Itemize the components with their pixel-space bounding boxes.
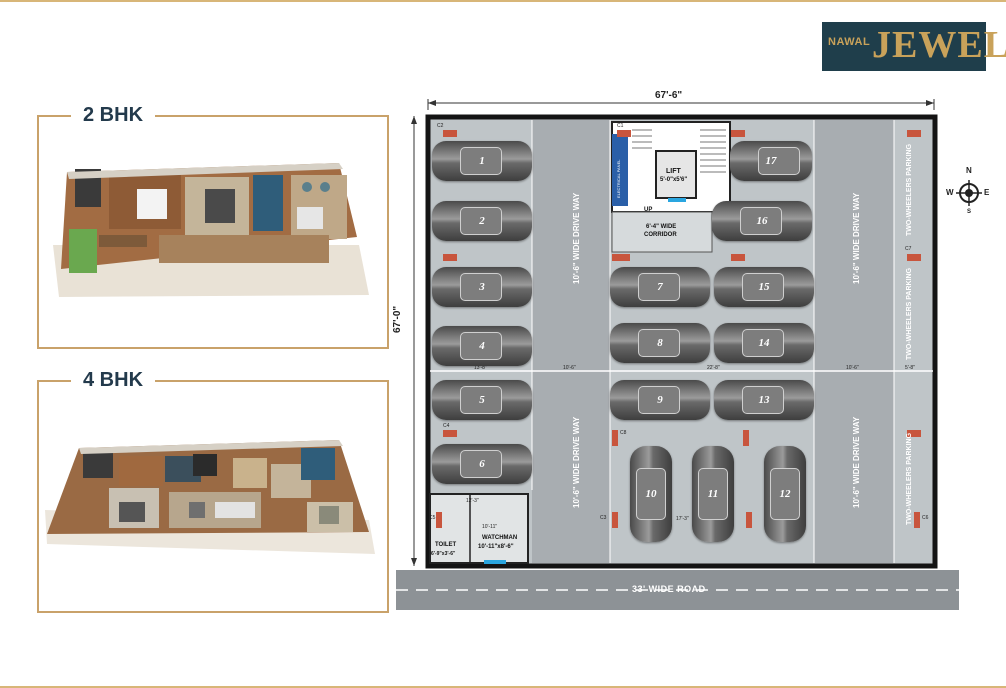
parking-slot-2: 2 (432, 201, 532, 241)
parking-slot-10: 10 (630, 446, 672, 542)
floorplan-2bhk-render (53, 163, 369, 297)
corridor-label-1: 6'-4" WIDE (646, 224, 677, 230)
parking-slot-3: 3 (432, 267, 532, 307)
dim-g: 10'-11" (482, 524, 498, 530)
parking-slot-number: 10 (645, 488, 657, 500)
parking-slot-14: 14 (714, 323, 814, 363)
watchman-size-label: 10'-11"x8'-6" (478, 544, 514, 550)
parking-slot-number: 14 (758, 337, 770, 349)
corridor-label-2: CORRIDOR (644, 232, 677, 238)
parking-slot-7: 7 (610, 267, 710, 307)
two-wheeler-label-2: TWO-WHEELERS PARKING (906, 267, 913, 360)
lift-label: LIFT (666, 168, 681, 175)
logo-big-text: JEWEL (872, 24, 1006, 66)
toilet-label: TOILET (435, 542, 457, 548)
parking-slot-6: 6 (432, 444, 532, 484)
brand-logo: NAWAL JEWEL (822, 22, 1006, 71)
parking-slot-16: 16 (712, 201, 812, 241)
parking-slot-number: 2 (479, 215, 485, 227)
electrical-panel (612, 134, 628, 206)
floorplan-4bhk-render (45, 440, 375, 554)
column-label-c7: C7 (905, 246, 912, 252)
watchman-room (429, 493, 529, 564)
drive-way-label-1: 10'-6" WIDE DRIVE WAY (572, 192, 581, 284)
parking-slot-9: 9 (610, 380, 710, 420)
parking-slot-4: 4 (432, 326, 532, 366)
parking-slot-number: 5 (479, 394, 485, 406)
parking-slot-number: 6 (479, 458, 485, 470)
up-label: UP (644, 207, 653, 213)
toilet-size-label: 6'-9"x3'-6" (431, 551, 456, 557)
drive-way-label-2: 10'-6" WIDE DRIVE WAY (572, 416, 581, 508)
corridor (611, 211, 713, 253)
parking-slot-number: 13 (758, 394, 770, 406)
plan-width-dim: 67'-6" (655, 90, 683, 101)
dim-e: 5'-8" (905, 365, 915, 371)
lift-size-label: 5'-0"x5'6" (660, 177, 688, 183)
compass-e: E (984, 188, 990, 197)
drive-way-right (814, 120, 894, 563)
dim-c: 22'-8" (707, 365, 720, 371)
column-label-c1: C1 (617, 123, 624, 129)
electrical-panel-label: ELECTRICAL PANEL (616, 159, 621, 198)
two-wheeler-label-3: TWO-WHEELERS PARKING (906, 432, 913, 525)
bottom-border (0, 686, 1006, 688)
parking-slot-8: 8 (610, 323, 710, 363)
column-label-c2: C2 (437, 123, 444, 129)
dim-h: 17'-3" (676, 516, 689, 522)
column-label-c3: C3 (600, 515, 607, 521)
drive-way-label-4: 10'-6" WIDE DRIVE WAY (852, 416, 861, 508)
logo-small-text: NAWAL (828, 36, 871, 48)
card-2bhk: 2 BHK (37, 103, 389, 349)
parking-slot-number: 3 (479, 281, 485, 293)
parking-slot-11: 11 (692, 446, 734, 542)
parking-slot-number: 16 (756, 215, 768, 227)
parking-slot-number: 11 (707, 488, 719, 500)
parking-slot-5: 5 (432, 380, 532, 420)
card-2bhk-title: 2 BHK (71, 103, 156, 127)
dim-f: 12'-3" (466, 498, 479, 504)
compass-icon (956, 180, 982, 206)
column-label-c8: C8 (620, 430, 627, 436)
compass-w: W (946, 188, 954, 197)
compass-n: N (966, 166, 972, 175)
watchman-label: WATCHMAN (482, 535, 518, 541)
parking-slot-number: 17 (765, 155, 777, 167)
dim-a: 13'-8" (474, 365, 487, 371)
drive-way-label-3: 10'-6" WIDE DRIVE WAY (852, 192, 861, 284)
parking-slot-number: 7 (657, 281, 663, 293)
drive-way-left (532, 120, 610, 563)
parking-slot-number: 4 (479, 340, 485, 352)
dim-d: 10'-6" (846, 365, 859, 371)
parking-slot-15: 15 (714, 267, 814, 307)
parking-slot-number: 1 (479, 155, 485, 167)
card-4bhk: 4 BHK (37, 368, 389, 613)
top-border (0, 0, 1006, 2)
parking-slot-12: 12 (764, 446, 806, 542)
column-label-c4: C4 (443, 423, 450, 429)
parking-slot-17: 17 (730, 141, 812, 181)
stair-core (611, 121, 731, 213)
parking-slot-13: 13 (714, 380, 814, 420)
parking-slot-1: 1 (432, 141, 532, 181)
road-label: 33' WIDE ROAD (632, 584, 706, 594)
parking-floor (425, 114, 938, 569)
plan-height-dim: 67'-0" (392, 305, 403, 333)
two-wheeler-label-1: TWO-WHEELERS PARKING (906, 143, 913, 236)
column-label-c5: C5 (429, 515, 436, 521)
column-label-c6: C6 (922, 515, 929, 521)
parking-slot-number: 8 (657, 337, 663, 349)
parking-slot-number: 9 (657, 394, 663, 406)
parking-slot-number: 12 (779, 488, 791, 500)
parking-slot-number: 15 (758, 281, 770, 293)
dim-b: 10'-6" (563, 365, 576, 371)
card-4bhk-title: 4 BHK (71, 368, 156, 392)
compass-s: S (967, 209, 972, 215)
road (396, 570, 959, 610)
lift-shaft (655, 150, 697, 199)
